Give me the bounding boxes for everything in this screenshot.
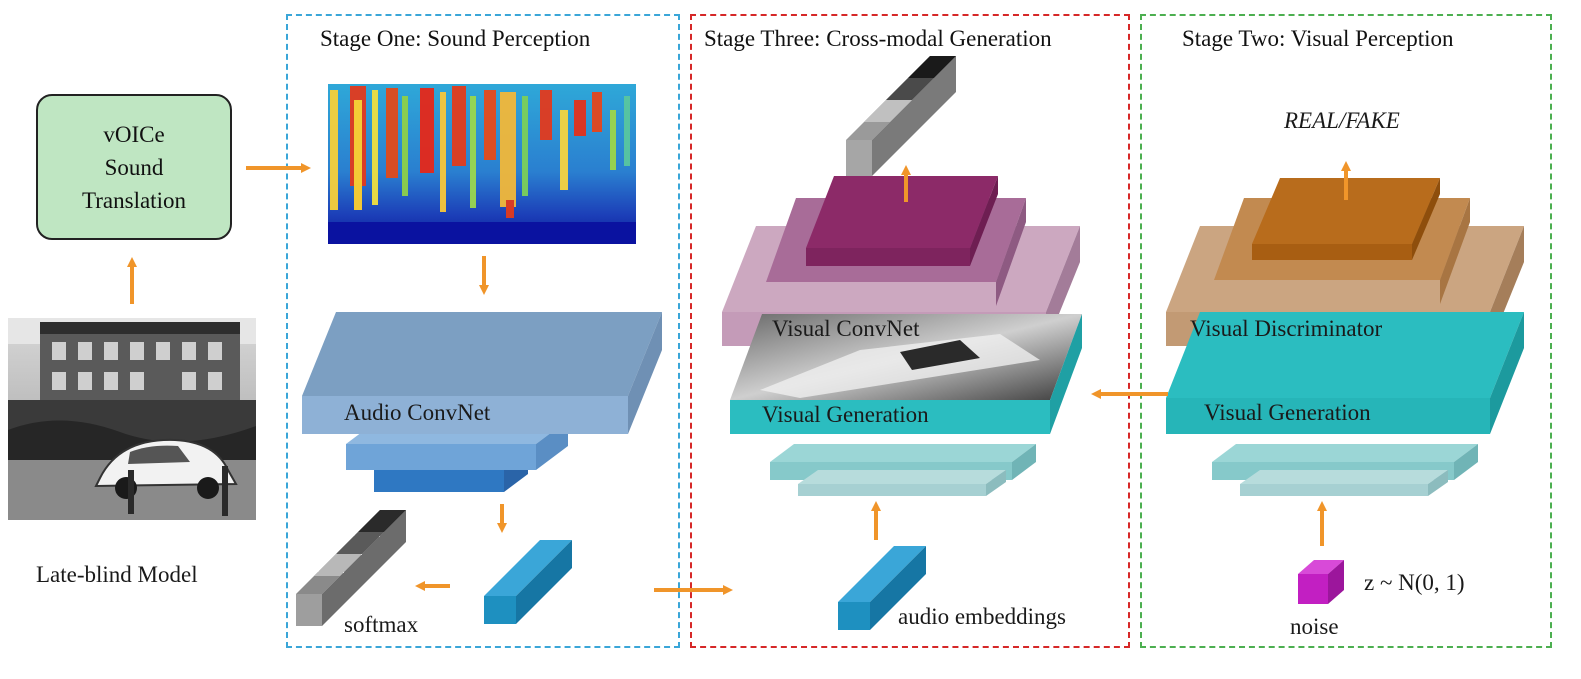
voice-line-1: vOICe (103, 121, 165, 147)
visual-generation-stack-center (730, 314, 1082, 496)
noise-label: noise (1290, 614, 1339, 639)
late-blind-photo (8, 318, 256, 520)
stage-three-box (690, 14, 1130, 648)
visual-generation-stack-right (1166, 312, 1524, 496)
stage-one-title: Stage One: Sound Perception (320, 26, 591, 51)
softmax-label: softmax (344, 612, 419, 637)
visual-discriminator-label: Visual Discriminator (1190, 316, 1383, 341)
voice-line-3: Translation (82, 187, 186, 213)
visual-convnet-label: Visual ConvNet (772, 316, 920, 341)
real-fake-label: REAL/FAKE (1284, 108, 1400, 133)
spectrogram (328, 84, 636, 244)
audio-embedding-cuboid-left (484, 540, 572, 624)
softmax-cuboid (296, 510, 406, 626)
output-image-cuboid (846, 56, 956, 176)
visual-generation-label-center: Visual Generation (762, 402, 929, 427)
late-blind-label: Late-blind Model (36, 562, 198, 587)
voice-translation-box: vOICe Sound Translation (36, 94, 232, 240)
audio-embedding-cuboid-center (838, 546, 926, 630)
arrows (127, 161, 1351, 595)
audio-convnet-label: Audio ConvNet (344, 400, 491, 425)
noise-cube (1298, 560, 1344, 604)
stage-three-title: Stage Three: Cross-modal Generation (704, 26, 1052, 51)
visual-generation-label-right: Visual Generation (1204, 400, 1371, 425)
audio-convnet-stack (302, 312, 662, 492)
stage-two-title: Stage Two: Visual Perception (1182, 26, 1454, 51)
voice-line-2: Sound (104, 154, 164, 180)
noise-distribution-label: z ~ N(0, 1) (1364, 570, 1465, 595)
audio-embeddings-label: audio embeddings (898, 604, 1066, 629)
stage-one-box (286, 14, 680, 648)
stage-two-box (1140, 14, 1552, 648)
